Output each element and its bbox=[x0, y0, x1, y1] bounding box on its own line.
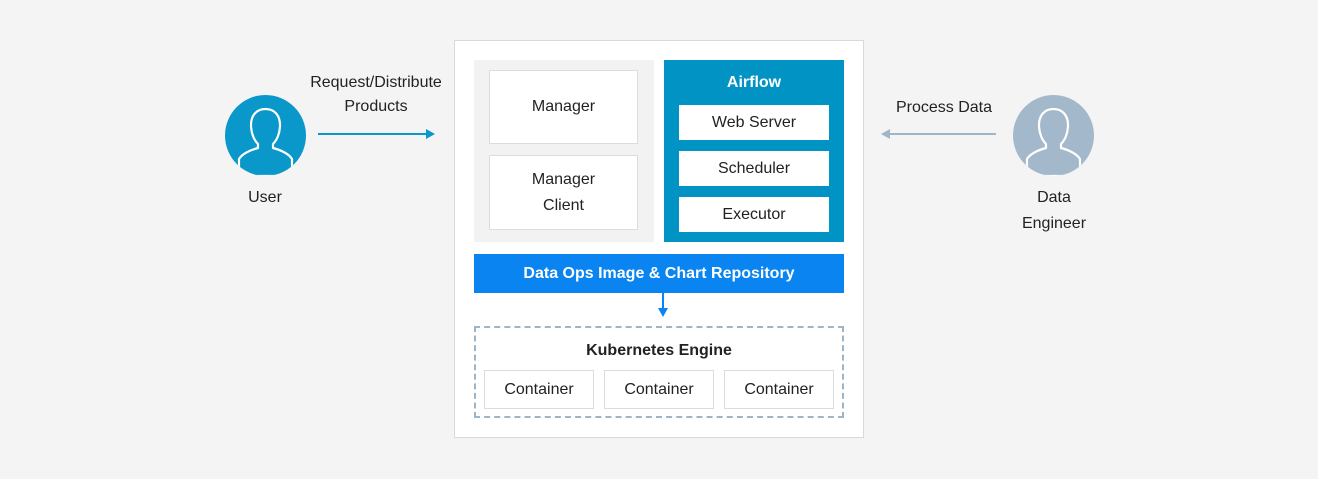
container-box-2: Container bbox=[604, 370, 714, 409]
scheduler-box: Scheduler bbox=[679, 151, 829, 186]
request-distribute-label: Request/Distribute Products bbox=[296, 71, 456, 119]
engineer-label-line2: Engineer bbox=[1021, 215, 1087, 232]
arrow-down-icon bbox=[658, 293, 668, 317]
user-label: User bbox=[248, 189, 282, 206]
airflow-title: Airflow bbox=[726, 74, 782, 91]
person-outline-icon bbox=[237, 107, 294, 176]
repository-bar: Data Ops Image & Chart Repository bbox=[474, 254, 844, 293]
manager-client-box: Manager Client bbox=[489, 155, 638, 230]
request-label-line2: Products bbox=[344, 98, 408, 115]
manager-client-line2: Client bbox=[543, 196, 584, 214]
kubernetes-engine-title: Kubernetes Engine bbox=[586, 342, 732, 359]
process-data-label: Process Data bbox=[895, 99, 993, 116]
container-box-1: Container bbox=[484, 370, 594, 409]
data-engineer-avatar-icon bbox=[1013, 95, 1094, 176]
data-engineer-label: Data Engineer bbox=[984, 185, 1124, 237]
arrow-right-icon bbox=[318, 129, 435, 139]
manager-box: Manager bbox=[489, 70, 638, 144]
request-label-line1: Request/Distribute bbox=[310, 74, 442, 91]
container-box-3: Container bbox=[724, 370, 834, 409]
person-outline-icon bbox=[1025, 107, 1082, 176]
engineer-label-line1: Data bbox=[1037, 189, 1071, 206]
arrow-left-icon bbox=[881, 129, 996, 139]
executor-box: Executor bbox=[679, 197, 829, 232]
web-server-box: Web Server bbox=[679, 105, 829, 140]
manager-label: Manager bbox=[531, 98, 596, 115]
manager-client-line1: Manager bbox=[531, 170, 596, 188]
user-avatar-icon bbox=[225, 95, 306, 176]
